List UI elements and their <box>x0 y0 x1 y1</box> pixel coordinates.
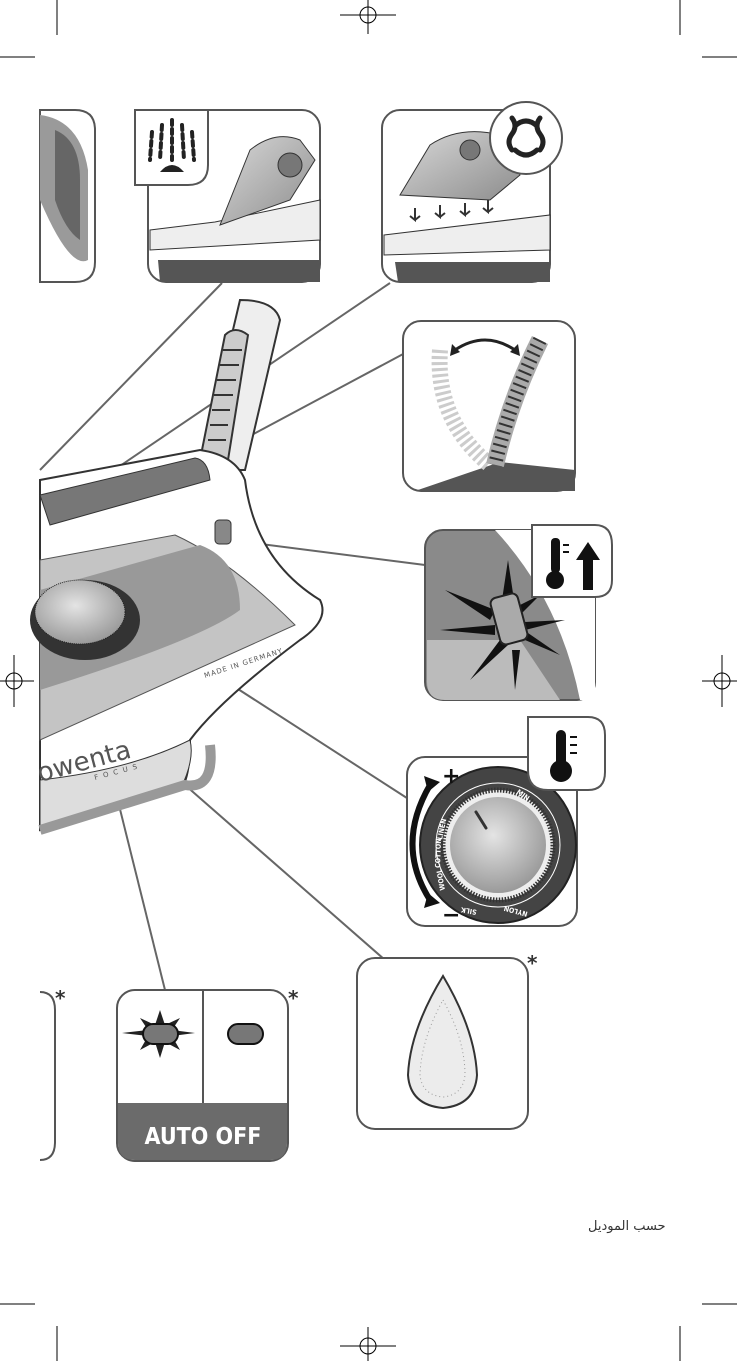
thermometer-up-icon <box>531 524 613 598</box>
panel-auto-off: AUTO OFF * <box>116 986 299 1162</box>
dial-label-silk: SILK <box>459 905 477 916</box>
auto-off-light-off <box>227 1023 264 1045</box>
panel-left-partial-bottom: * <box>39 986 66 1161</box>
dial-label-cotton: COTTON <box>434 838 443 868</box>
temperature-dial[interactable] <box>34 579 126 645</box>
auto-off-band <box>118 1103 287 1160</box>
handle <box>39 457 211 526</box>
dial-pointer <box>474 810 488 830</box>
iron-main-view: owenta FOCUS MADE IN GERMANY <box>30 298 324 835</box>
panel-temperature-light <box>424 524 613 701</box>
vertical-steam-icon <box>134 109 209 186</box>
auto-off-label: AUTO OFF <box>145 1124 262 1150</box>
registration-mark-top <box>340 0 396 34</box>
rotate-arrow-icon <box>409 783 433 902</box>
thermometer-icon <box>527 716 606 791</box>
steam-burst-icon <box>489 101 563 175</box>
registration-mark-bottom <box>340 1327 396 1361</box>
asterisk: * <box>288 986 299 1010</box>
steam-arrows <box>409 200 494 223</box>
asterisk: * <box>527 951 538 975</box>
panel-thermostat: MIN LINEN COTTON WOOL SILK NYLON + − <box>406 716 606 928</box>
soleplate <box>406 974 479 1110</box>
panel-soleplate: * <box>356 951 538 1130</box>
model-dependent-note: حسب الموديل <box>588 1219 666 1234</box>
auto-off-light-blinking <box>122 1010 195 1058</box>
minus-sign: − <box>442 903 460 928</box>
registration-mark-right <box>702 655 737 707</box>
double-arrow-icon <box>450 338 520 356</box>
plus-sign: + <box>442 764 460 789</box>
panel-vertical-steam <box>134 109 321 283</box>
soleplate-edge <box>38 744 216 835</box>
asterisk: * <box>55 986 66 1010</box>
panel-cord-pivot <box>402 320 576 492</box>
dial-label-wool: WOOL <box>435 868 447 891</box>
registration-mark-left <box>0 655 34 707</box>
panel-left-partial <box>39 109 96 283</box>
panel-steam-shot <box>381 101 563 283</box>
temperature-light <box>489 592 529 646</box>
temperature-light-on-iron <box>214 519 232 545</box>
